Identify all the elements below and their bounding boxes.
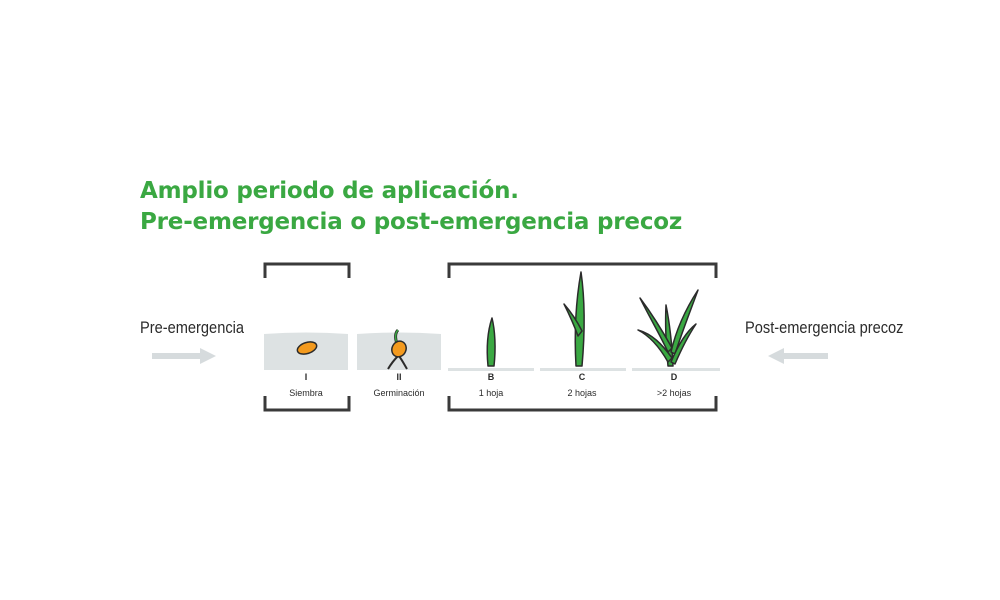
stage-code: I: [304, 372, 308, 382]
pre-emergence-label: Pre-emergencia: [140, 318, 245, 337]
ground-line-c: [540, 368, 626, 371]
ground-line-d: [632, 368, 720, 371]
ground-line-b: [448, 368, 534, 371]
stage-name: 1 hoja: [478, 388, 504, 398]
stage-code: B: [487, 372, 495, 382]
stage-code: II: [396, 372, 402, 382]
pre-emergence-bracket: [263, 262, 351, 412]
title-line-1: Amplio periodo de aplicación.: [140, 178, 519, 204]
stage-name: 2 hojas: [567, 388, 597, 398]
title-line-2: Pre-emergencia o post-emergencia precoz: [140, 209, 683, 235]
plant-two-leaves-icon: [563, 271, 585, 367]
post-emergence-arrow: [768, 348, 828, 364]
pre-emergence-arrow: [152, 348, 216, 364]
plant-one-leaf-icon: [486, 317, 496, 367]
stage-code: C: [578, 372, 586, 382]
plant-many-leaves-icon: [637, 289, 699, 367]
stage-code: D: [670, 372, 678, 382]
stage-name: Siembra: [289, 388, 323, 398]
stage-name: >2 hojas: [656, 388, 692, 398]
stage-name: Germinación: [373, 388, 425, 398]
post-emergence-bracket: [447, 262, 718, 412]
germinating-seed-icon: [387, 328, 408, 370]
post-emergence-label: Post-emergencia precoz: [745, 318, 904, 337]
seed-icon: [296, 341, 318, 355]
